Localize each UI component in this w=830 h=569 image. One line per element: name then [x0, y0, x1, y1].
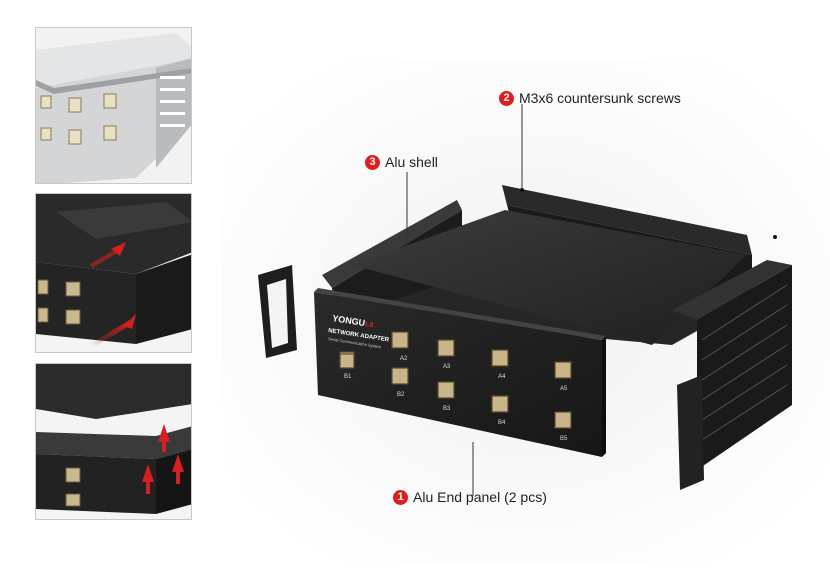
- panel-brand-badge: L8: [365, 321, 374, 329]
- exploded-enclosure-illustration: YONGU L8 NETWORK ADAPTER Serial Communic…: [222, 60, 830, 564]
- callout-label: Alu shell: [385, 154, 438, 170]
- callout-number-badge: 2: [499, 90, 514, 106]
- connector-label: B1: [344, 374, 352, 380]
- connector-label: A2: [400, 356, 408, 362]
- connector-label: B4: [498, 420, 506, 426]
- screw-icon: [773, 235, 777, 239]
- callout-end-panel: 1 Alu End panel (2 pcs): [393, 489, 547, 505]
- connector-label: B5: [560, 436, 568, 442]
- callout-number-badge: 3: [365, 154, 380, 170]
- connector-label: A5: [560, 386, 568, 392]
- screw-icon: [520, 188, 524, 192]
- callout-number-badge: 1: [393, 489, 408, 505]
- arrow-icon: [142, 424, 184, 494]
- thumbnail-assembled-silver: [35, 27, 192, 184]
- slide-cover-illustration: [36, 194, 191, 352]
- connector-label: A3: [443, 364, 451, 370]
- connector-label: B3: [443, 406, 451, 412]
- callout-label: M3x6 countersunk screws: [519, 90, 681, 106]
- exploded-view: YONGU L8 NETWORK ADAPTER Serial Communic…: [222, 60, 830, 564]
- connector-label: A4: [498, 374, 506, 380]
- callout-shell: 3 Alu shell: [365, 154, 438, 170]
- insert-panel-illustration: [36, 364, 191, 519]
- thumbnail-slide-cover: [35, 193, 192, 353]
- callout-screws: 2 M3x6 countersunk screws: [499, 90, 681, 106]
- silver-enclosure-illustration: [36, 28, 191, 183]
- connector-label: B2: [397, 392, 405, 398]
- thumbnail-insert-panel: [35, 363, 192, 520]
- callout-label: Alu End panel (2 pcs): [413, 489, 547, 505]
